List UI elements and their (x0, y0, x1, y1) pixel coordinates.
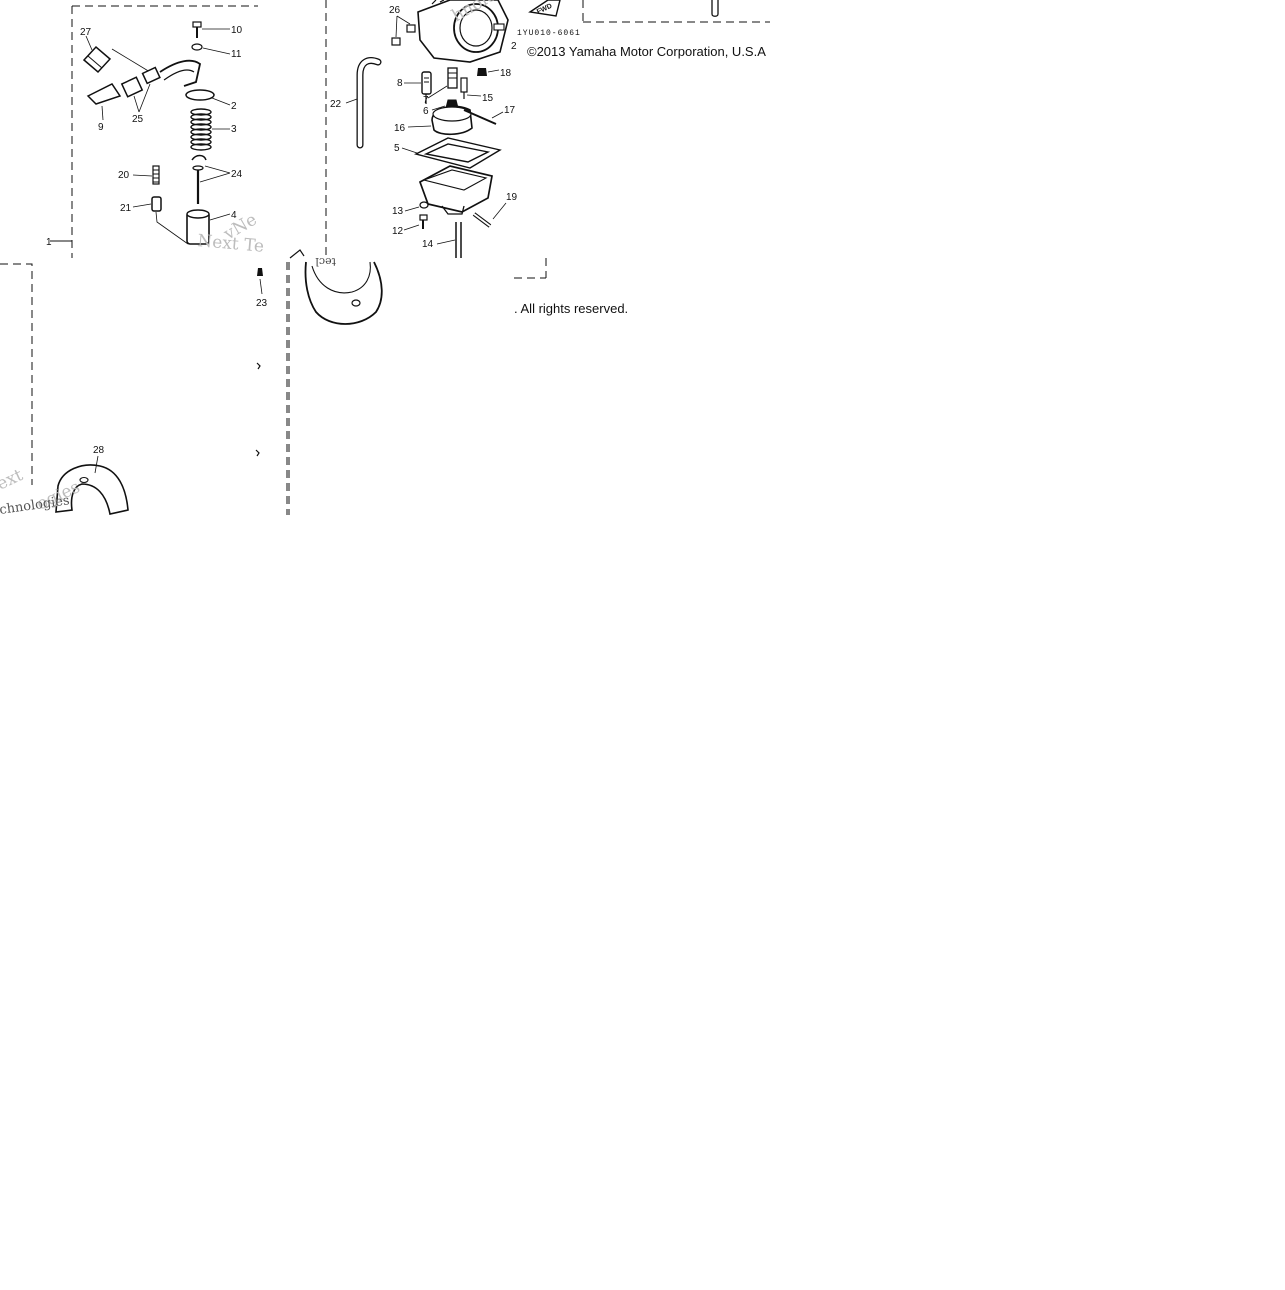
tube-stub-drawing (711, 0, 719, 17)
tile-lower-left-callouts: 23 28 (93, 298, 268, 456)
callout-18: 18 (500, 68, 512, 79)
part-14-drawing (455, 222, 462, 258)
diagram-tile-lower-left: 23 28 ext ogies chnologies (0, 262, 288, 518)
watermark-b: Next Te (197, 231, 265, 257)
callout-8: 8 (397, 78, 403, 89)
callout-24: 24 (231, 169, 243, 180)
callout-21: 21 (120, 203, 132, 214)
svg-text:ext: ext (0, 465, 26, 494)
diagram-code: 1YU010-6061 (517, 29, 581, 38)
svg-text:tecl: tecl (315, 255, 336, 268)
part-3-drawing (190, 108, 212, 151)
callout-15: 15 (482, 93, 494, 104)
fwd-arrow-icon (528, 0, 561, 17)
part-10-drawing (192, 21, 202, 38)
watermark-e: chnologies (0, 493, 71, 518)
part-22-drawing (356, 57, 382, 149)
diagram-tile-lower-middle: tecl (288, 249, 383, 515)
float-bowl-drawing (418, 165, 493, 215)
part-25-drawing (120, 66, 161, 98)
part-7-drawing (447, 67, 458, 89)
svg-text:Next Te: Next Te (197, 231, 265, 257)
tile-upper-middle-callouts: 26 2 22 8 7 6 15 18 17 16 5 19 13 12 14 (330, 5, 518, 250)
watermark-g: tecl (315, 255, 336, 268)
callout-4: 4 (231, 210, 237, 221)
diagram-tile-upper-right: FWD (528, 0, 770, 23)
part-27-drawing (82, 45, 112, 74)
part-16-drawing (431, 105, 473, 136)
part-5-drawing (414, 137, 502, 169)
callout-11: 11 (231, 49, 242, 60)
callout-9: 9 (98, 122, 104, 133)
copyright-notice: ©2013 Yamaha Motor Corporation, U.S.A (527, 44, 766, 59)
callout-17: 17 (504, 105, 516, 116)
callout-3: 3 (231, 124, 237, 135)
callout-10: 10 (231, 25, 243, 36)
callout-16: 16 (394, 123, 406, 134)
part-19-drawing (472, 212, 492, 228)
part-18-drawing (477, 68, 487, 76)
part-21-drawing (151, 196, 162, 212)
part-24-drawing (191, 154, 207, 204)
diagram-tile-upper-left: 27 10 11 2 3 9 25 24 20 21 4 1 vNe Next … (46, 0, 327, 258)
watermark-d: ext (0, 465, 26, 494)
part-20-drawing (152, 165, 160, 185)
tile-upper-left-callouts: 27 10 11 2 3 9 25 24 20 21 4 1 (46, 25, 243, 248)
part-13-drawing (419, 201, 429, 209)
diagram-tile-upper-middle: 26 2 22 8 7 6 15 18 17 16 5 19 13 12 14 … (330, 0, 581, 279)
part-28-drawing (55, 464, 129, 515)
rights-reserved-notice: . All rights reserved. (514, 301, 629, 316)
callout-28: 28 (93, 445, 105, 456)
callout-5: 5 (394, 143, 400, 154)
part-12-drawing (419, 214, 428, 229)
callout-14: 14 (422, 239, 434, 250)
callout-26: 26 (389, 5, 401, 16)
callout-1: 1 (46, 237, 52, 248)
callout-6: 6 (423, 106, 429, 117)
callout-23: 23 (256, 298, 268, 309)
callout-19: 19 (506, 192, 518, 203)
callout-22: 22 (330, 99, 342, 110)
part-9-drawing (86, 83, 122, 105)
callout-27: 27 (80, 27, 92, 38)
part-26-drawing (391, 24, 416, 46)
callout-partial-2: 2 (511, 41, 517, 52)
callout-12: 12 (392, 226, 404, 237)
callout-7: 7 (423, 95, 429, 106)
part-4-drawing (186, 209, 210, 245)
part-11-drawing (191, 43, 203, 51)
callout-2: 2 (231, 101, 237, 112)
part-8-drawing (421, 71, 432, 104)
part-15-drawing (460, 77, 468, 99)
callout-13: 13 (392, 206, 404, 217)
part-17-drawing (463, 109, 497, 125)
svg-text:chnologies: chnologies (0, 493, 71, 518)
callout-20: 20 (118, 170, 130, 181)
part-23-drawing (257, 268, 263, 276)
part-2-drawing (185, 89, 215, 101)
elbow-tube-drawing (159, 59, 202, 87)
carburetor-body-drawing (417, 0, 509, 63)
callout-25: 25 (132, 114, 144, 125)
